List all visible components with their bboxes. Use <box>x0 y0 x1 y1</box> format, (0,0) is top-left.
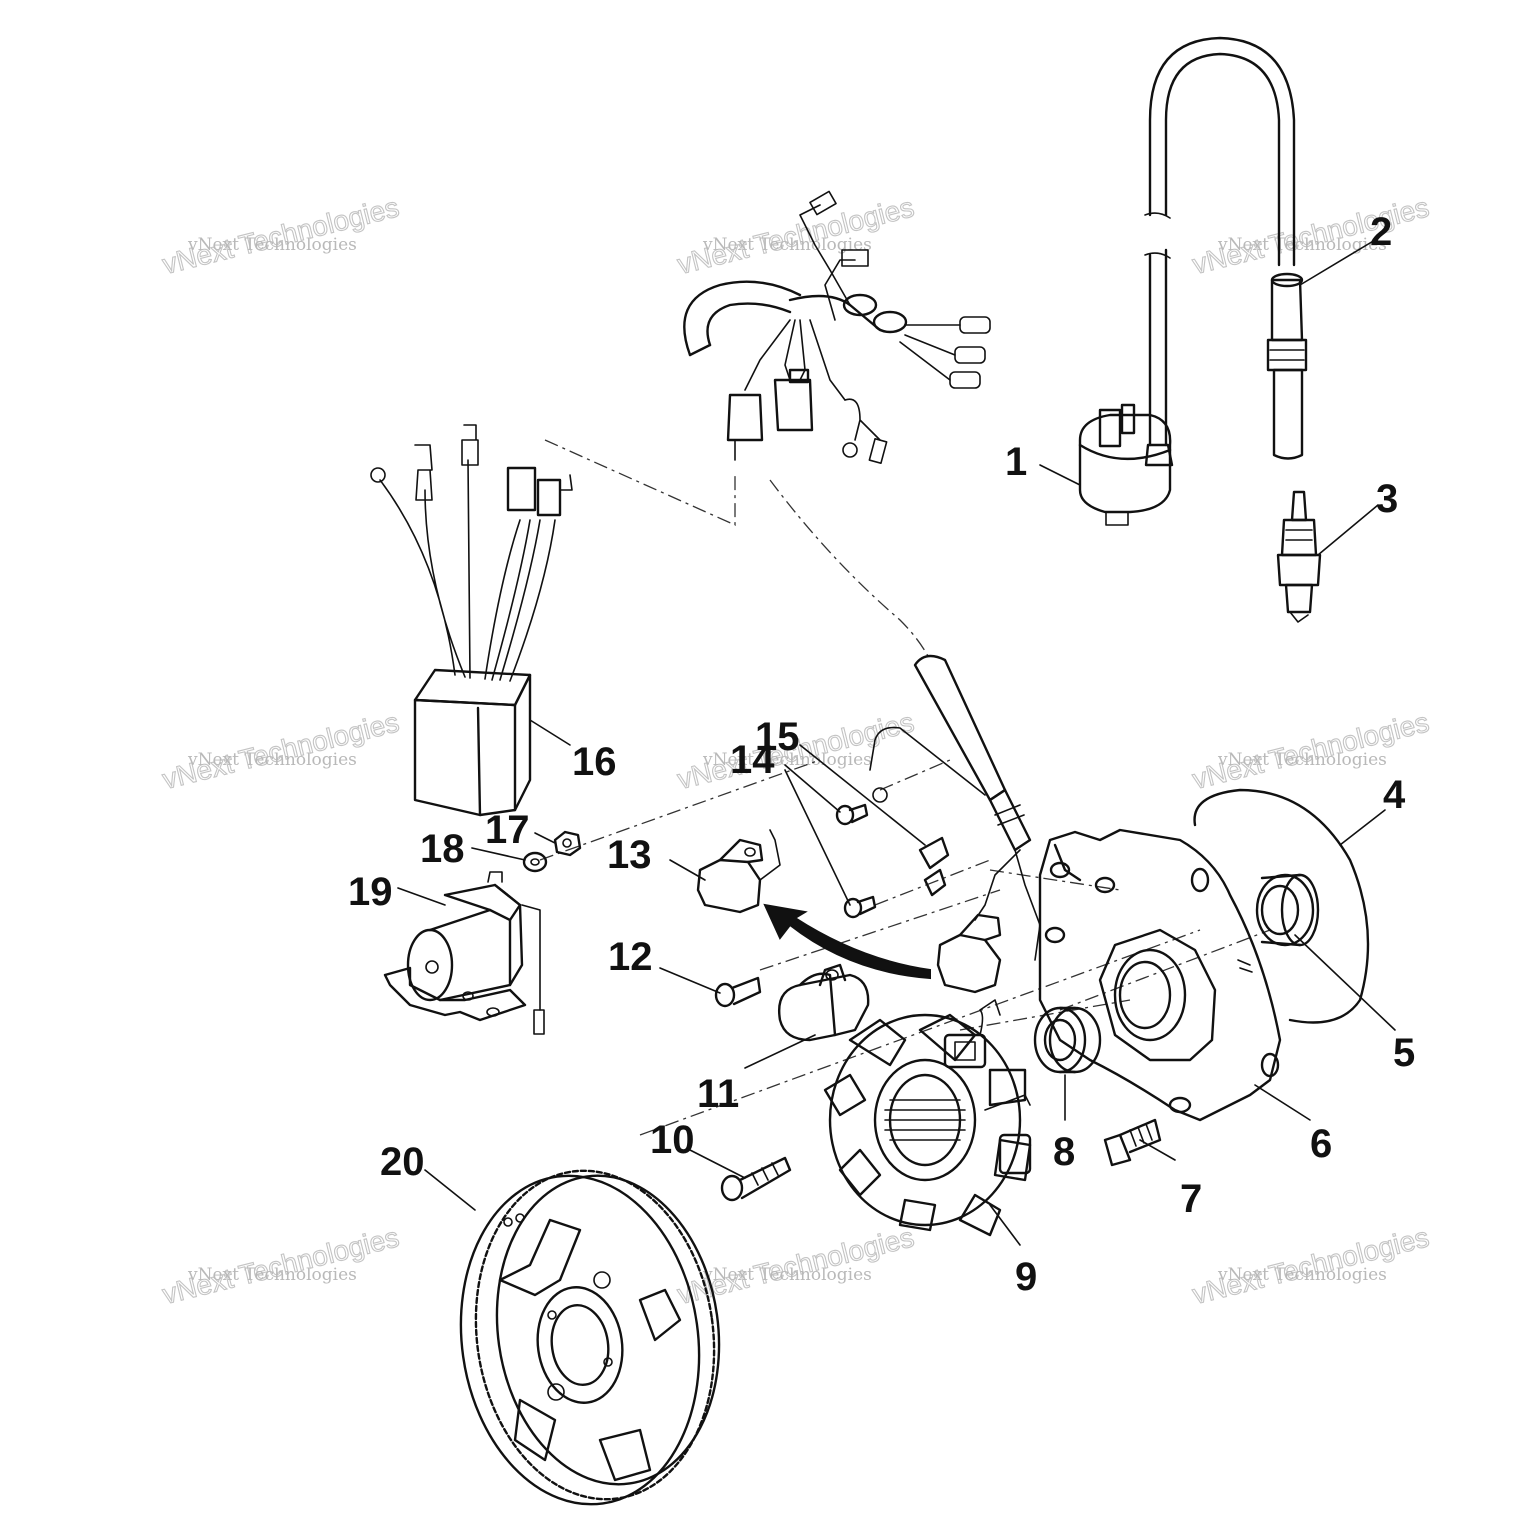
watermark-text: vNext Technologies <box>187 1265 357 1285</box>
bolt <box>1103 1118 1162 1167</box>
leader-line-9 <box>989 1204 1021 1246</box>
leader-line-2 <box>1299 239 1376 286</box>
pickup-coil <box>696 829 781 914</box>
spark-plug-cap <box>1266 272 1308 460</box>
leader-line-3 <box>1317 504 1379 556</box>
callout-12: 12 <box>608 935 653 979</box>
pickup-coil-installed <box>869 654 1041 994</box>
watermark-text: vNext Technologies <box>702 235 872 255</box>
cdi-box <box>370 424 573 817</box>
leader-line-13 <box>669 859 706 881</box>
leader-line-5 <box>1294 934 1396 1031</box>
leader-line-6 <box>1254 1084 1311 1121</box>
callout-9: 9 <box>1015 1255 1037 1299</box>
callout-20: 20 <box>380 1140 425 1184</box>
callout-4: 4 <box>1383 773 1406 817</box>
leader-line-1 <box>1039 464 1081 486</box>
callout-19: 19 <box>348 870 393 914</box>
leader-line-17 <box>534 832 556 844</box>
callout-5: 5 <box>1393 1031 1415 1075</box>
leader-line-12 <box>659 967 721 994</box>
screw <box>835 803 869 826</box>
leader-line-4 <box>1339 809 1386 846</box>
curved-arrow-icon <box>763 903 931 980</box>
callout-14: 14 <box>730 738 775 782</box>
seal <box>1033 1006 1102 1074</box>
clamp-bracket <box>778 963 870 1042</box>
washer <box>522 851 548 873</box>
leader-line-14a <box>784 764 841 813</box>
leader-line-7 <box>1139 1139 1176 1161</box>
callout-18: 18 <box>420 827 465 871</box>
callout-11: 11 <box>697 1072 739 1116</box>
leader-line-19 <box>397 887 446 906</box>
callout-15: 15 <box>755 715 800 759</box>
flywheel <box>459 1169 721 1506</box>
callout-17: 17 <box>485 808 530 852</box>
leader-lines <box>397 239 1396 1246</box>
watermark-text: vNext Technologies <box>187 235 357 255</box>
assembly-lines <box>539 439 1271 1136</box>
callouts: 1 2 3 4 5 6 7 8 9 10 11 12 13 14 15 16 1… <box>348 210 1415 1299</box>
callout-16: 16 <box>572 740 617 784</box>
leader-line-20 <box>424 1169 476 1211</box>
watermark-text: vNext Technologies <box>187 750 357 770</box>
spark-plug <box>1276 490 1322 623</box>
callout-2: 2 <box>1370 210 1392 254</box>
o-ring <box>1193 788 1370 1024</box>
callout-6: 6 <box>1310 1122 1332 1166</box>
leader-line-15 <box>799 744 926 846</box>
leader-line-16 <box>529 719 571 746</box>
watermark-text: vNext Technologies <box>1217 750 1387 770</box>
callout-8: 8 <box>1053 1130 1075 1174</box>
leader-line-11 <box>744 1034 816 1069</box>
oil-seal <box>1255 873 1320 947</box>
leader-line-10 <box>689 1149 746 1179</box>
callout-3: 3 <box>1376 477 1398 521</box>
leader-line-14b <box>784 769 851 906</box>
watermark-text: vNext Technologies <box>1217 235 1387 255</box>
leader-line-18 <box>471 847 526 861</box>
screw <box>720 1156 792 1202</box>
screw <box>714 976 762 1008</box>
watermark-text: vNext Technologies <box>702 750 872 770</box>
ignition-coil <box>1078 36 1296 526</box>
callout-13: 13 <box>607 833 652 877</box>
stator <box>823 999 1032 1237</box>
callout-10: 10 <box>650 1118 695 1162</box>
nut <box>553 830 582 857</box>
callout-7: 7 <box>1180 1177 1202 1221</box>
starter-solenoid <box>383 871 545 1035</box>
watermark-text: vNext Technologies <box>1217 1265 1387 1285</box>
watermark-text: vNext Technologies <box>702 1265 872 1285</box>
wiring-harness <box>683 190 991 464</box>
screw <box>843 895 877 919</box>
clamp <box>918 836 950 897</box>
stator-plate <box>1038 828 1282 1122</box>
callout-1: 1 <box>1005 440 1027 484</box>
